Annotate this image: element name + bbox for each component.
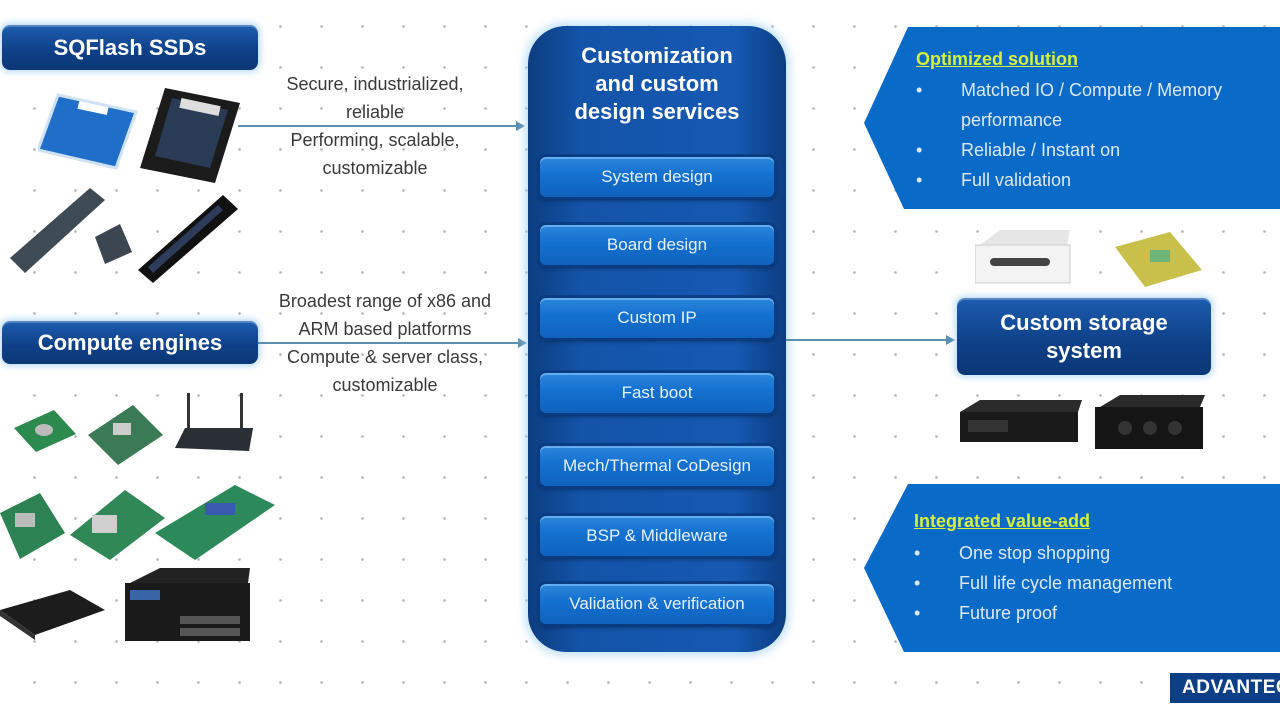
list-item: •Future proof <box>914 603 1058 623</box>
service-bsp-middleware: BSP & Middleware <box>540 516 774 556</box>
optimized-solution-panel: Optimized solution •Matched IO / Compute… <box>864 27 1280 209</box>
slide-title-fragment <box>300 0 500 2</box>
service-custom-ip: Custom IP <box>540 298 774 338</box>
storage-board-image <box>1110 232 1205 292</box>
embedded-board-image <box>0 493 65 564</box>
service-fast-boot: Fast boot <box>540 373 774 413</box>
label-line: Custom storage <box>1000 309 1168 335</box>
desc-line: Compute & server class, <box>286 347 484 367</box>
sqflash-ssds-label: SQFlash SSDs <box>2 25 258 70</box>
rackmount-server-image <box>960 400 1085 450</box>
ssd-black-image <box>140 88 240 193</box>
m2-ssd-image <box>10 188 105 278</box>
panel-shape <box>864 27 1280 209</box>
rugged-storage-image <box>1095 395 1210 460</box>
list-item: •Reliable / Instant on <box>916 140 1121 160</box>
optimized-solution-list: •Matched IO / Compute / Memory performan… <box>916 75 1276 195</box>
desc-line: Secure, industrialized, <box>286 74 464 94</box>
desc-line: ARM based platforms <box>298 319 472 339</box>
optimized-solution-heading: Optimized solution <box>916 49 1078 69</box>
design-services-panel: Customization and custom design services… <box>528 26 786 652</box>
msata-ssd-image <box>90 222 135 272</box>
desc-line: reliable <box>345 102 405 122</box>
list-item: •Full validation <box>916 170 1072 190</box>
ssd-module-image <box>138 195 243 290</box>
com-module-image <box>14 410 76 457</box>
storage-appliance-image <box>974 230 1075 290</box>
compute-connector-line <box>258 342 520 344</box>
arrow-right-icon <box>516 121 525 131</box>
list-item: •Full life cycle management <box>914 573 1173 593</box>
ssd-blue-image <box>36 90 138 175</box>
sqflash-description: Secure, industrialized, reliable Perform… <box>255 70 495 182</box>
mini-itx-board-image <box>88 405 163 470</box>
box-pc-image <box>0 580 105 645</box>
compute-description: Broadest range of x86 and ARM based plat… <box>250 287 520 399</box>
desc-line: customizable <box>332 375 438 395</box>
storage-connector-line <box>786 339 948 341</box>
gateway-device-image <box>175 393 255 464</box>
integrated-value-panel: Integrated value-add •One stop shopping … <box>864 484 1280 652</box>
service-mech-thermal-codesign: Mech/Thermal CoDesign <box>540 446 774 486</box>
custom-storage-system-label: Custom storage system <box>957 298 1211 375</box>
desc-line: Performing, scalable, <box>290 130 460 150</box>
service-board-design: Board design <box>540 225 774 265</box>
label-line: system <box>1046 337 1122 363</box>
integrated-value-heading: Integrated value-add <box>914 511 1091 531</box>
compute-engines-label: Compute engines <box>2 321 258 364</box>
panel-shape <box>864 484 1280 652</box>
list-item: •One stop shopping <box>914 543 1111 563</box>
title-line: design services <box>574 99 740 124</box>
design-services-title: Customization and custom design services <box>528 42 786 126</box>
title-line: Customization <box>581 43 733 68</box>
expandable-system-image <box>120 568 255 648</box>
sqflash-connector-line <box>238 125 518 127</box>
advantech-logo: ADVANTECH <box>1170 673 1280 703</box>
service-system-design: System design <box>540 157 774 197</box>
arrow-right-icon <box>518 338 527 348</box>
title-line: and custom <box>595 71 719 96</box>
desc-line: Broadest range of x86 and <box>278 291 492 311</box>
service-validation-verification: Validation & verification <box>540 584 774 624</box>
arrow-right-icon <box>946 335 955 345</box>
micro-atx-board-image <box>70 490 165 565</box>
desc-line: customizable <box>322 158 428 178</box>
atx-board-image <box>155 485 275 565</box>
integrated-value-list: •One stop shopping •Full life cycle mana… <box>914 538 1274 628</box>
list-item: •Matched IO / Compute / Memory performan… <box>916 80 1223 130</box>
